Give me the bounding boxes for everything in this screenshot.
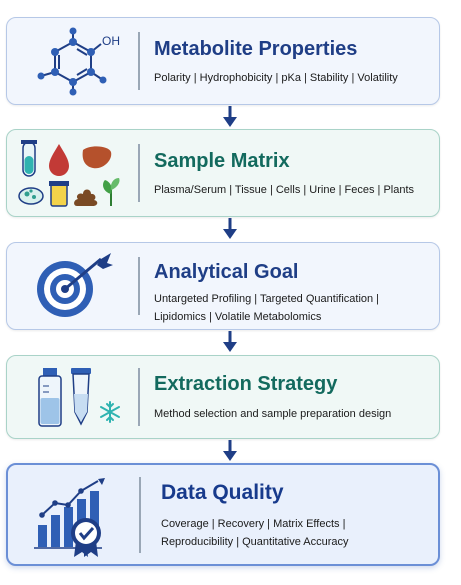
hydroxyl-label: OH [102, 34, 120, 48]
flow-arrow [222, 331, 238, 353]
step-card-metabolite-properties: OH Metabolite Properties Polarity | Hydr… [6, 17, 440, 105]
step-description: Coverage | Recovery | Matrix Effects | R… [161, 518, 349, 548]
step-title: Extraction Strategy [154, 373, 338, 395]
flow-arrow [222, 440, 238, 462]
divider [138, 368, 140, 426]
step-card-analytical-goal: Analytical Goal Untargeted Profiling | T… [6, 242, 440, 330]
divider [138, 144, 140, 202]
step-card-extraction-strategy: Extraction Strategy Method selection and… [6, 355, 440, 439]
step-title: Analytical Goal [154, 261, 299, 283]
step-description: Polarity | Hydrophobicity | pKa | Stabil… [154, 72, 398, 84]
step-description: Plasma/Serum | Tissue | Cells | Urine | … [154, 184, 415, 196]
step-description: Untargeted Profiling | Targeted Quantifi… [154, 293, 380, 323]
step-title: Sample Matrix [154, 150, 290, 172]
flow-arrow [222, 106, 238, 128]
target-icon [17, 251, 129, 328]
divider [139, 477, 141, 553]
step-card-data-quality: Data Quality Coverage | Recovery | Matri… [6, 463, 440, 566]
vials-icon [17, 364, 129, 439]
divider [138, 257, 140, 315]
flow-arrow [222, 218, 238, 240]
quality-chart-icon [18, 475, 130, 562]
step-description: Method selection and sample preparation … [154, 408, 392, 420]
step-title: Metabolite Properties [154, 38, 358, 60]
step-card-sample-matrix: Sample Matrix Plasma/Serum | Tissue | Ce… [6, 129, 440, 217]
molecule-icon: OH [17, 26, 129, 103]
step-title: Data Quality [161, 481, 284, 504]
sample-types-icon [17, 138, 129, 215]
divider [138, 32, 140, 90]
